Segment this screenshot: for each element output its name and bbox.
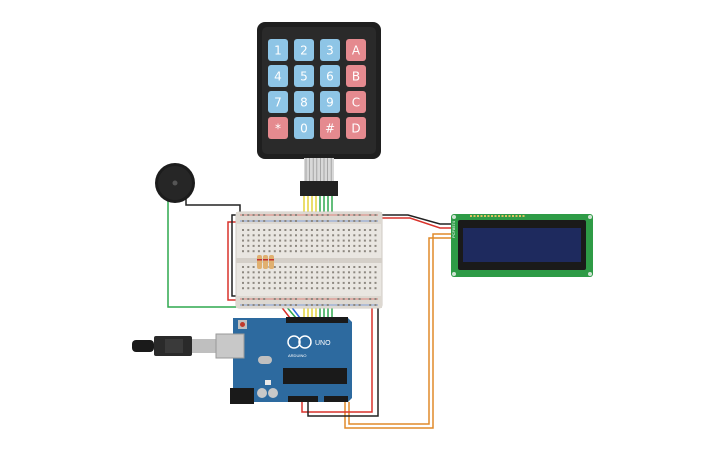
lcd-pin-label: PCF8574 (451, 220, 456, 238)
keypad-key-2[interactable]: 2 (294, 39, 314, 61)
lcd-screen (463, 228, 581, 262)
keypad-key-label: 3 (326, 44, 334, 58)
arduino-logo: ARDUINO UNO (287, 335, 331, 358)
keypad-key-label: 0 (300, 122, 308, 136)
power-jack (230, 388, 254, 404)
usb-cable (132, 336, 216, 356)
keypad-keys: 1 2 3 A 4 5 6 B 7 8 9 C * 0 # D (268, 39, 366, 139)
keypad-key-7[interactable]: 7 (268, 91, 288, 113)
power-header (288, 396, 318, 402)
atmega-chip (283, 368, 347, 384)
keypad-key-a[interactable]: A (346, 39, 366, 61)
wire-lcd-red (376, 217, 451, 229)
lcd-16x2[interactable]: PCF8574 (451, 214, 593, 277)
keypad-key-d[interactable]: D (346, 117, 366, 139)
keypad-key-c[interactable]: C (346, 91, 366, 113)
keypad-key-label: D (351, 122, 360, 136)
keypad-key-label: # (325, 122, 335, 136)
keypad-key-label: 7 (274, 96, 282, 110)
keypad-key-label: 1 (274, 44, 282, 58)
keypad-key-9[interactable]: 9 (320, 91, 340, 113)
keypad-key-5[interactable]: 5 (294, 65, 314, 87)
usb-port (215, 333, 245, 359)
keypad-key-hash[interactable]: # (320, 117, 340, 139)
keypad-key-label: 8 (300, 96, 308, 110)
keypad-key-label: 2 (300, 44, 308, 58)
breadboard-holes (242, 214, 377, 306)
arduino-uno[interactable]: ARDUINO UNO (215, 317, 352, 404)
keypad-key-label: 5 (300, 70, 308, 84)
breadboard (235, 211, 383, 309)
wire-power-black (307, 296, 379, 417)
keypad-key-label: 6 (326, 70, 334, 84)
digital-header (286, 317, 348, 323)
keypad-connector (300, 181, 338, 196)
keypad-key-label: 4 (274, 70, 282, 84)
resistors[interactable] (257, 255, 274, 269)
lcd-pins (470, 215, 525, 217)
keypad-key-label: A (352, 44, 361, 58)
analog-header (324, 396, 348, 402)
keypad-key-b[interactable]: B (346, 65, 366, 87)
wire-lcd-orange-1 (344, 233, 451, 429)
keypad-key-label: 9 (326, 96, 334, 110)
keypad-key-star[interactable]: * (268, 117, 288, 139)
keypad-key-label: * (275, 122, 281, 136)
piezo-buzzer[interactable] (155, 163, 195, 203)
keypad: 1 2 3 A 4 5 6 B 7 8 9 C * 0 # D (257, 22, 381, 196)
wire-buzzer-green (167, 200, 240, 308)
keypad-key-4[interactable]: 4 (268, 65, 288, 87)
keypad-key-label: B (352, 70, 360, 84)
wire-power-red (301, 300, 373, 413)
keypad-key-label: C (352, 96, 360, 110)
keypad-key-6[interactable]: 6 (320, 65, 340, 87)
arduino-brand: ARDUINO (288, 353, 306, 358)
buzzer-hole (172, 180, 178, 186)
keypad-key-0[interactable]: 0 (294, 117, 314, 139)
keypad-key-1[interactable]: 1 (268, 39, 288, 61)
wire-lcd-black (376, 214, 451, 225)
arduino-model: UNO (315, 340, 331, 347)
keypad-key-3[interactable]: 3 (320, 39, 340, 61)
keypad-key-8[interactable]: 8 (294, 91, 314, 113)
keypad-ribbon (300, 158, 338, 196)
